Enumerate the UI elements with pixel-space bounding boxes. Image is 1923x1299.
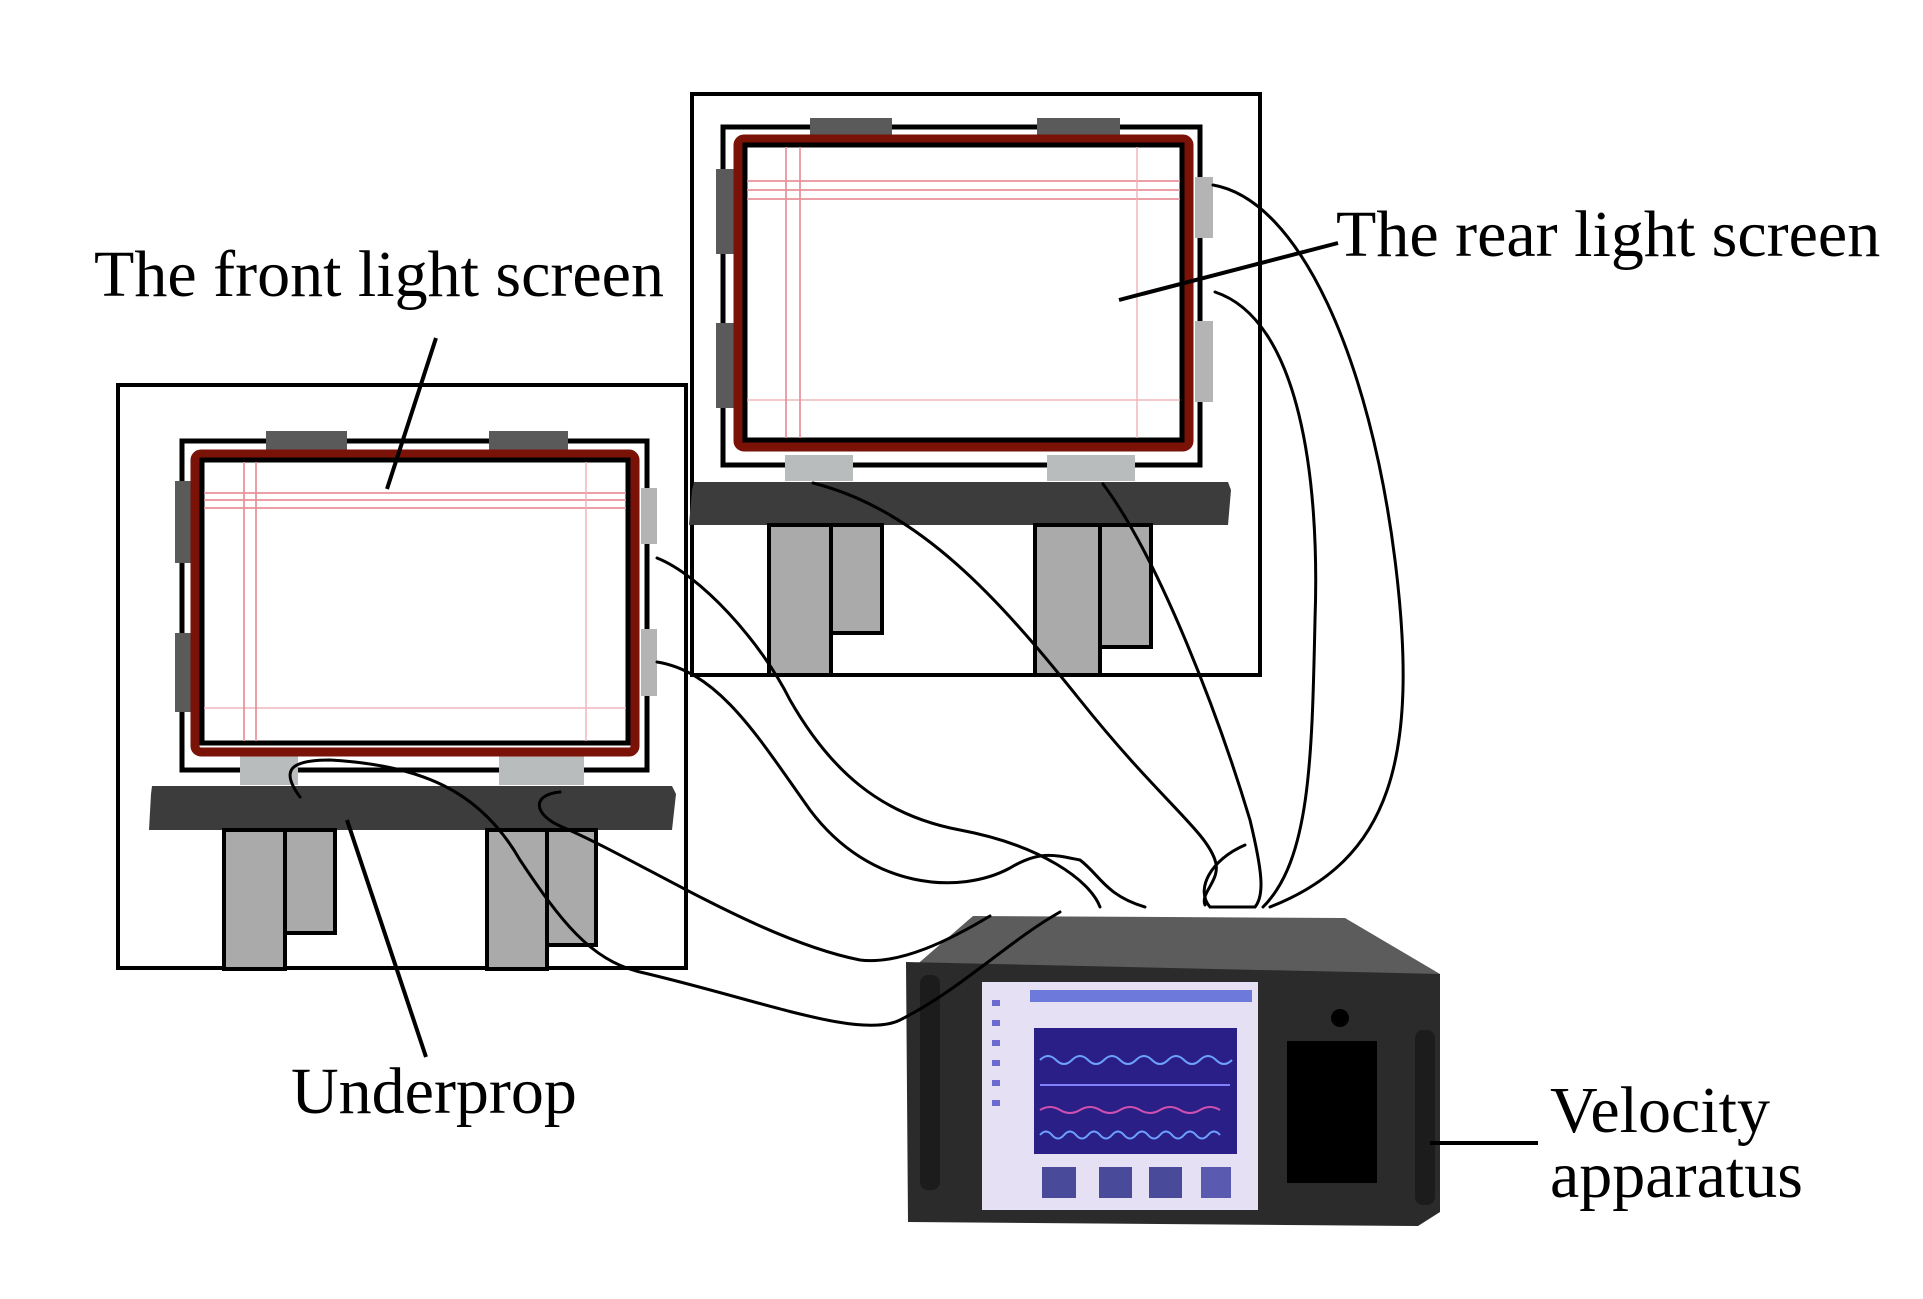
apparatus-display-button-3: [1149, 1167, 1182, 1198]
apparatus-top-face: [906, 916, 1440, 974]
rear-light-screen-unit: [689, 92, 1262, 677]
rear-right-connector-upper: [1195, 177, 1213, 238]
underprop-label: Underprop: [291, 1055, 577, 1128]
apparatus-display-sidebar: [992, 1000, 1000, 1106]
rear-right-connector-lower: [1195, 321, 1213, 402]
cable-rear-bottom-left: [811, 481, 1218, 907]
front-leg-3: [485, 828, 549, 971]
rear-screen: [742, 142, 1185, 443]
rear-bottom-tab-left: [785, 455, 853, 481]
apparatus-display-button-4: [1201, 1167, 1231, 1198]
front-screen-glow: [190, 449, 640, 757]
rear-inner-frame: [720, 124, 1203, 468]
apparatus-display-button-2: [1099, 1167, 1132, 1198]
apparatus-display-button-1: [1042, 1167, 1076, 1198]
cable-front-upper: [655, 556, 1102, 909]
rear-light-curtain-lines: [747, 147, 1180, 438]
front-screen: [199, 457, 631, 746]
rear-leg-4: [1098, 523, 1153, 649]
apparatus-right-handle: [1415, 1030, 1435, 1205]
front-light-curtain-lines: [204, 462, 626, 741]
apparatus-power-knob: [1331, 1009, 1349, 1027]
apparatus-left-handle: [920, 975, 940, 1190]
rear-screen-glow: [733, 134, 1194, 452]
cable-rear-lower: [1213, 290, 1318, 909]
velocity-apparatus-label-line2: apparatus: [1550, 1139, 1803, 1212]
rear-light-screen-label: The rear light screen: [1336, 198, 1880, 271]
front-bottom-tab-left: [240, 755, 298, 785]
apparatus-side-panel: [1287, 1041, 1377, 1183]
front-right-connector-lower: [641, 629, 657, 696]
front-right-connector-upper: [641, 488, 657, 544]
front-bottom-tab-right: [499, 755, 584, 785]
underprop-leader-line: [345, 819, 428, 1058]
front-leg-1: [222, 828, 287, 971]
front-enclosure-box: [116, 383, 688, 970]
cable-front-bottom-right: [537, 790, 992, 963]
cable-rear-upper: [1211, 183, 1405, 909]
apparatus-display-titlebar: [1030, 990, 1252, 1002]
rear-leg-2: [829, 523, 884, 635]
front-light-screen-label: The front light screen: [94, 238, 664, 311]
rear-screen-leader-line: [1118, 241, 1339, 302]
front-leg-4: [545, 828, 598, 947]
front-inner-frame: [179, 438, 650, 773]
apparatus-waveforms: [1039, 1055, 1233, 1140]
front-screen-leader-line: [385, 337, 438, 490]
front-top-tab-right: [489, 431, 568, 453]
cable-rear-bottom-right: [1101, 482, 1263, 909]
rear-support-beam: [689, 482, 1231, 525]
rear-leg-1: [767, 523, 833, 677]
rear-bottom-tab-right: [1047, 455, 1135, 481]
rear-leg-3: [1033, 523, 1102, 677]
front-top-tab-left: [266, 431, 347, 453]
cable-front-lower: [655, 660, 1147, 909]
velocity-apparatus: [906, 916, 1440, 1226]
front-support-beam: [149, 786, 676, 830]
rear-enclosure-box: [690, 92, 1262, 677]
cable-front-bottom-left: [288, 758, 1062, 1027]
front-light-screen-unit: [116, 383, 688, 971]
signal-cables: [288, 183, 1405, 1027]
front-leg-2: [283, 828, 337, 935]
velocity-apparatus-label-line1: Velocity: [1550, 1074, 1770, 1147]
